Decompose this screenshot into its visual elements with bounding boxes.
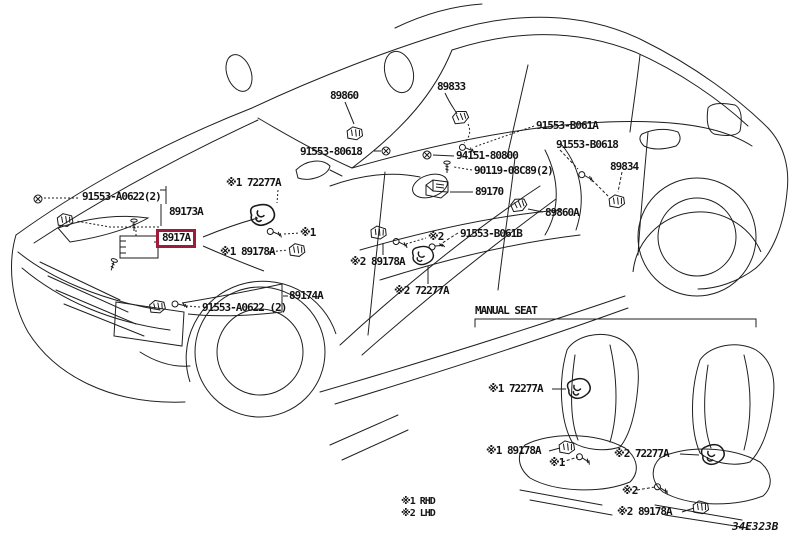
- legend-note1-rhd: ※1 RHD: [401, 496, 436, 507]
- marker-note2-floor: ※2: [428, 230, 444, 243]
- clip-glyph-72277a-front: [249, 203, 276, 227]
- manual-seat-art: [474, 318, 775, 529]
- legend-note2-lhd: ※2 LHD: [401, 508, 436, 519]
- part-label-89834[interactable]: 89834: [610, 160, 639, 173]
- part-label-89860[interactable]: 89860: [330, 89, 359, 102]
- sensor-glyph-89174a: [148, 299, 167, 314]
- section-title-manual-seat: MANUAL SEAT: [475, 304, 538, 317]
- part-label-89174a[interactable]: 89174A: [289, 289, 324, 302]
- part-label-89178a-note1[interactable]: ※1 89178A: [220, 245, 276, 258]
- part-label-91553-b061b[interactable]: 91553-B061B: [460, 227, 523, 240]
- bolt-glyph-seat-mark1: [574, 452, 593, 466]
- marker-note1-floor: ※1: [300, 226, 316, 239]
- part-label-89860a[interactable]: 89860A: [545, 206, 580, 219]
- screw-glyph-90119: [443, 160, 451, 174]
- marker-note2-seat: ※2: [622, 484, 638, 497]
- sensor-box-8917a: [119, 235, 159, 259]
- part-label-90119-08c89[interactable]: 90119-08C89(2): [474, 164, 554, 177]
- part-label-91553-a0622-rocker[interactable]: 91553-A0622 (2): [202, 301, 287, 314]
- grommet-glyph-80618: [381, 146, 391, 156]
- sensor-glyph-89834: [607, 193, 627, 210]
- part-label-94151-80800[interactable]: 94151-80800: [456, 149, 519, 162]
- screw-glyph-8917a-top: [130, 218, 138, 232]
- clip-glyph-72277a-n2: [411, 245, 435, 266]
- wheels-art: [185, 177, 762, 418]
- grommet-glyph-94151: [422, 150, 432, 160]
- sensor-glyph-89178a-n1: [287, 242, 307, 258]
- part-label-89173a[interactable]: 89173A: [169, 205, 204, 218]
- selected-part-label-8917a[interactable]: 8917A: [156, 229, 197, 248]
- sensor-glyph-89173a: [55, 212, 75, 228]
- clip-glyph-seat-72277a-n1: [565, 376, 593, 401]
- marker-note1-seat: ※1: [549, 456, 565, 469]
- car-body-outline: [15, 3, 789, 461]
- part-label-89178a-note2[interactable]: ※2 89178A: [350, 255, 406, 268]
- part-label-seat-72277a-note1[interactable]: ※1 72277A: [488, 382, 544, 395]
- part-label-91553-b061a[interactable]: 91553-B061A: [536, 119, 599, 132]
- part-glyphs: [33, 109, 727, 516]
- part-label-91553-80618[interactable]: 91553-80618: [300, 145, 363, 158]
- screw-glyph-8917a-bottom: [107, 257, 119, 272]
- part-label-89170[interactable]: 89170: [475, 185, 504, 198]
- clip-glyph-seat-72277a-n2: [699, 442, 727, 467]
- bolt-glyph-seat-mark2: [652, 482, 671, 496]
- part-label-91553-b0618[interactable]: 91553-B0618: [556, 138, 619, 151]
- part-label-seat-72277a-note2[interactable]: ※2 72277A: [614, 447, 670, 460]
- sensor-glyph-89860: [345, 125, 365, 142]
- part-label-89833[interactable]: 89833: [437, 80, 466, 93]
- sensor-glyph-89833: [451, 109, 470, 125]
- diagram-code: 34E323B: [732, 520, 779, 533]
- part-label-seat-89178a-note1[interactable]: ※1 89178A: [486, 444, 542, 457]
- part-label-72277a-note2[interactable]: ※2 72277A: [394, 284, 450, 297]
- front-end-art: [11, 215, 191, 403]
- part-label-91553-a0622-front[interactable]: 91553-A0622(2): [82, 190, 162, 203]
- part-label-72277a-note1[interactable]: ※1 72277A: [226, 176, 282, 189]
- bolt-glyph-b0618: [577, 170, 595, 183]
- bolt-glyph-mark1: [266, 227, 284, 238]
- grommet-glyph-a0622-front: [33, 194, 43, 204]
- part-label-seat-89178a-note2[interactable]: ※2 89178A: [617, 505, 673, 518]
